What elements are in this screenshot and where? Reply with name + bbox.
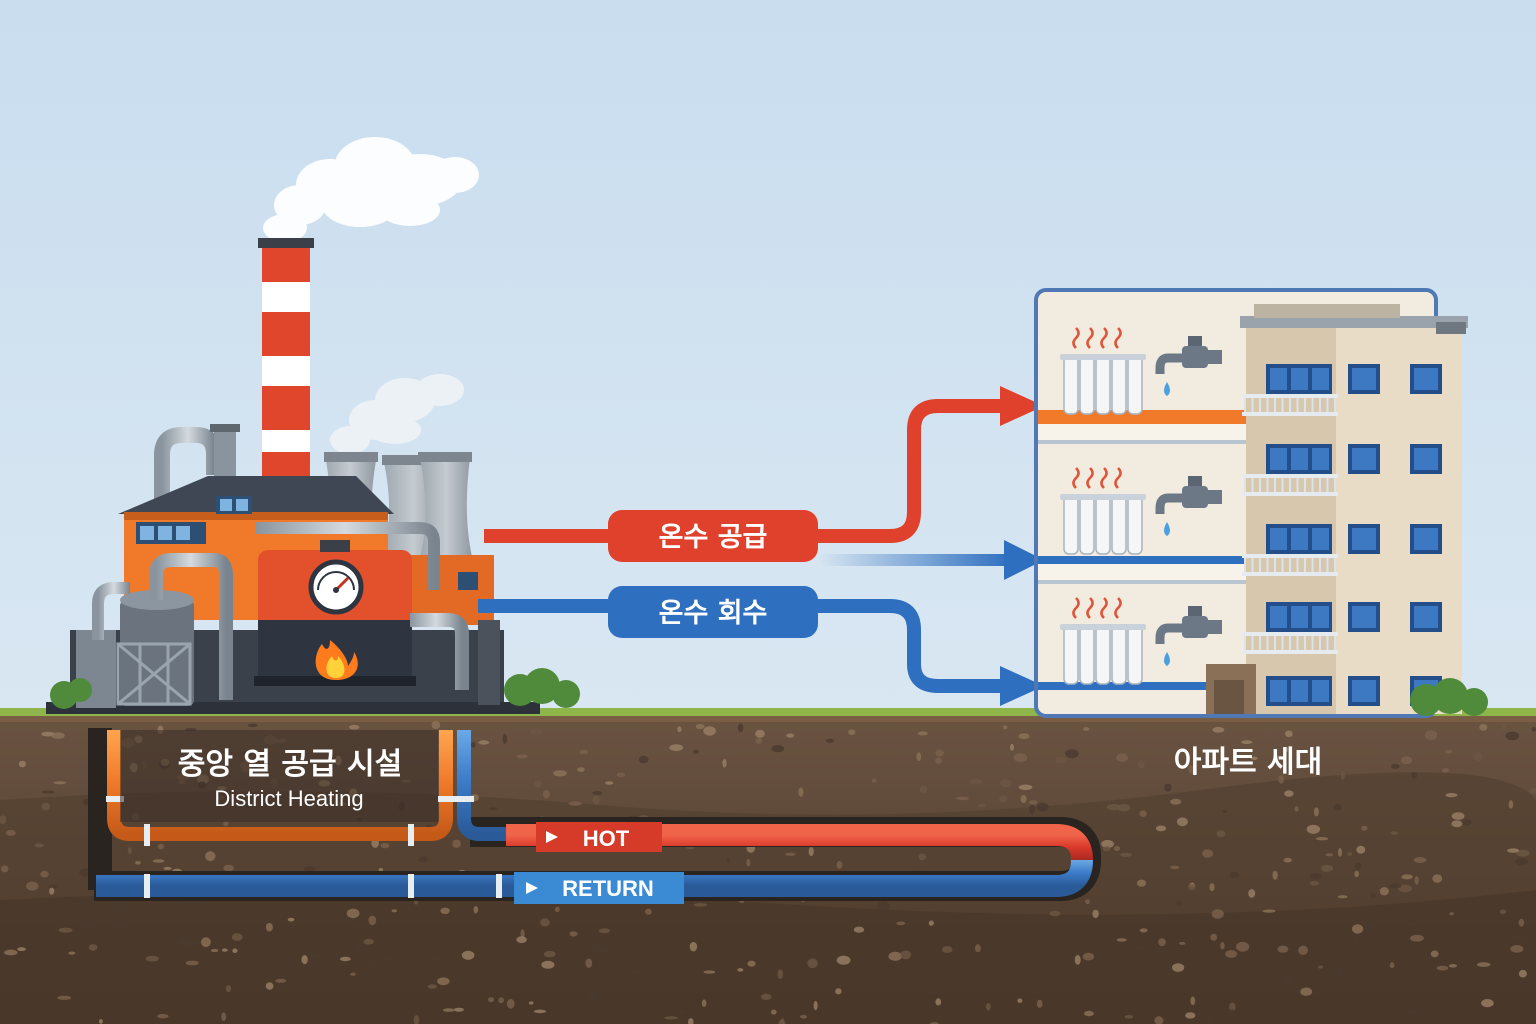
- heat-wave-icon: [1072, 327, 1122, 349]
- apartment-complex: [1034, 288, 1488, 718]
- radiator-icon: [1060, 354, 1146, 415]
- supply-branch-blue: [820, 540, 1044, 580]
- facility-label-en: District Heating: [214, 786, 363, 811]
- pressure-gauge-icon: [308, 559, 364, 615]
- return-pipe-tag-text: RETURN: [562, 876, 654, 901]
- faucet-icon: [1155, 476, 1222, 536]
- play-arrow-icon: [526, 882, 538, 894]
- faucet-icon: [1155, 606, 1222, 666]
- hot-pipe-tag-text: HOT: [583, 826, 630, 851]
- shrubs: [1410, 678, 1488, 716]
- return-flow-line: [478, 599, 1044, 706]
- return-label-text: 온수 회수: [659, 598, 768, 629]
- apartment-label: 아파트 세대: [1174, 745, 1322, 780]
- supply-label: 온수 공급: [608, 510, 818, 562]
- smoke-cloud-icon: [263, 137, 479, 242]
- radiator-icon: [1060, 494, 1146, 555]
- radiator-icon: [1060, 624, 1146, 685]
- play-arrow-icon: [546, 831, 558, 843]
- faucet-icon: [1155, 336, 1222, 396]
- return-pipe-tag: RETURN: [514, 872, 684, 904]
- heat-wave-icon: [1072, 597, 1122, 619]
- boiler: [254, 540, 416, 686]
- exhaust-pipes: [154, 424, 240, 510]
- underground-network: HOT RETURN: [88, 728, 1101, 904]
- shrubs: [50, 668, 580, 709]
- heat-wave-icon: [1072, 467, 1122, 489]
- unit-fixtures: [1060, 327, 1222, 685]
- supply-label-text: 온수 공급: [659, 522, 768, 553]
- plant-outlet-pipes: [410, 613, 500, 705]
- district-heating-plant: [46, 238, 580, 714]
- chimney: [258, 238, 314, 480]
- facility-label-kr: 중앙 열 공급 시설: [178, 747, 403, 782]
- flame-icon: [315, 640, 358, 680]
- hot-pipe-tag: HOT: [536, 822, 662, 852]
- facility-label: 중앙 열 공급 시설 District Heating: [120, 730, 438, 822]
- plant-tanks: [76, 522, 440, 708]
- return-label: 온수 회수: [608, 586, 818, 638]
- supply-flow-line: [484, 386, 1044, 543]
- smoke-cloud-icon: [330, 374, 464, 454]
